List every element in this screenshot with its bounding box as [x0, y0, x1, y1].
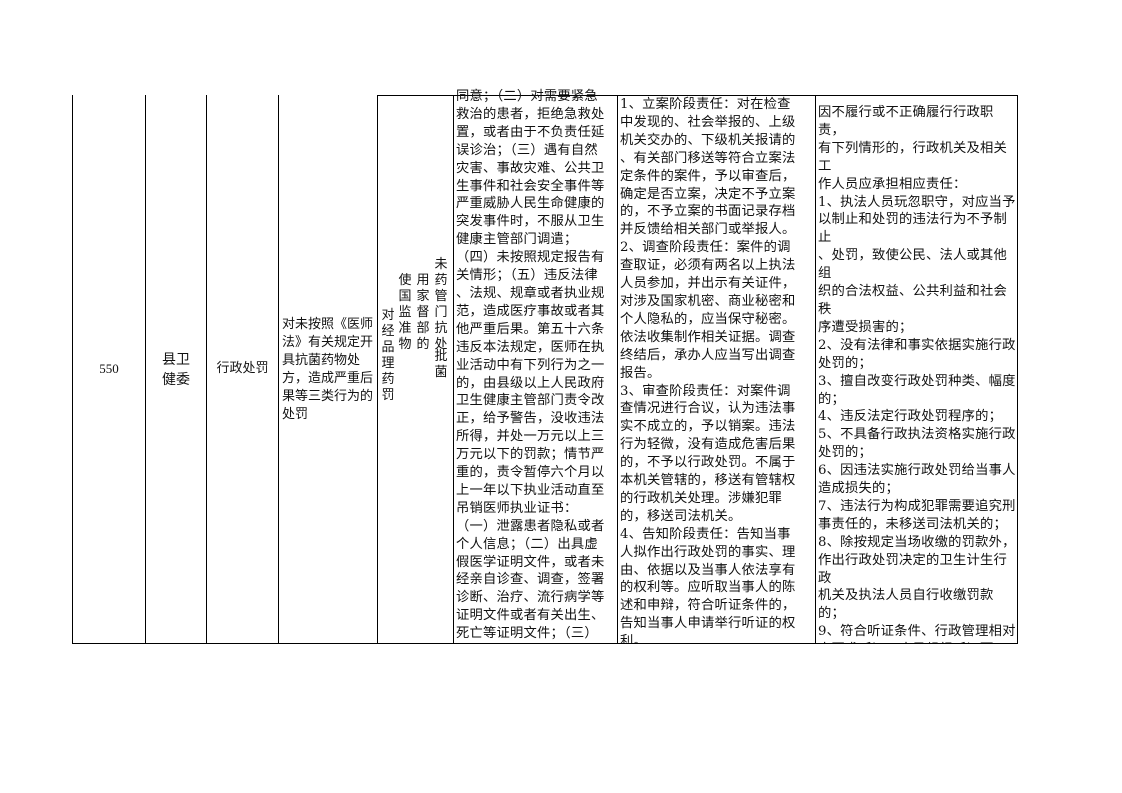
- col-border-5: [453, 95, 454, 644]
- col-border-4: [377, 95, 378, 644]
- subitem-text-b: 使国监准物: [398, 273, 412, 352]
- basis-cell: 同意；（二）对需要紧急 救治的患者，拒绝急救处 置，或者由于不负责任延 误诊治；…: [454, 88, 617, 643]
- subitem-text-c: 用家督部的: [416, 273, 430, 352]
- row-index-cell: 550: [73, 96, 145, 643]
- responsibility-cell: 1、立案阶段责任：对在检查 中发现的、社会举报的、上级 机关交办的、下级机关报请…: [618, 96, 815, 643]
- col-border-0: [72, 95, 73, 644]
- subitem-text-d: 未药管门抗处: [434, 257, 448, 352]
- col-border-8: [1017, 95, 1018, 644]
- subitem-text-f: 批菌: [434, 349, 448, 380]
- col-border-7: [815, 95, 816, 644]
- item-name: 对未按照《医师法》有关规定开具抗菌药物处方，造成严重后果等三类行为的处罚: [282, 316, 374, 422]
- type-cell: 行政处罚: [207, 96, 278, 643]
- legal-basis-text: 同意；（二）对需要紧急 救治的患者，拒绝急救处 置，或者由于不负责任延 误诊治；…: [456, 89, 605, 642]
- table-bottom-border: [72, 643, 1018, 644]
- power-type: 行政处罚: [216, 361, 269, 377]
- subitem-text-a: 对经品理药罚: [381, 308, 395, 403]
- liability-text: 因不履行或不正确履行行政职责， 有下列情形的，行政机关及相关工 作人员应承担相应…: [818, 105, 1016, 643]
- department-name: 县卫健委: [162, 351, 190, 388]
- col-border-2: [206, 95, 207, 644]
- col-border-6: [617, 95, 618, 644]
- table-top-border: [377, 95, 1018, 96]
- dept-cell: 县卫健委: [146, 96, 206, 643]
- responsibility-text: 1、立案阶段责任：对在检查 中发现的、社会举报的、上级 机关交办的、下级机关报请…: [620, 97, 796, 643]
- col-border-3: [278, 95, 279, 644]
- item-cell: 对未按照《医师法》有关规定开具抗菌药物处方，造成严重后果等三类行为的处罚: [279, 96, 377, 643]
- row-index: 550: [99, 361, 119, 377]
- col-border-1: [145, 95, 146, 644]
- liability-cell: 因不履行或不正确履行行政职责， 有下列情形的，行政机关及相关工 作人员应承担相应…: [816, 96, 1017, 643]
